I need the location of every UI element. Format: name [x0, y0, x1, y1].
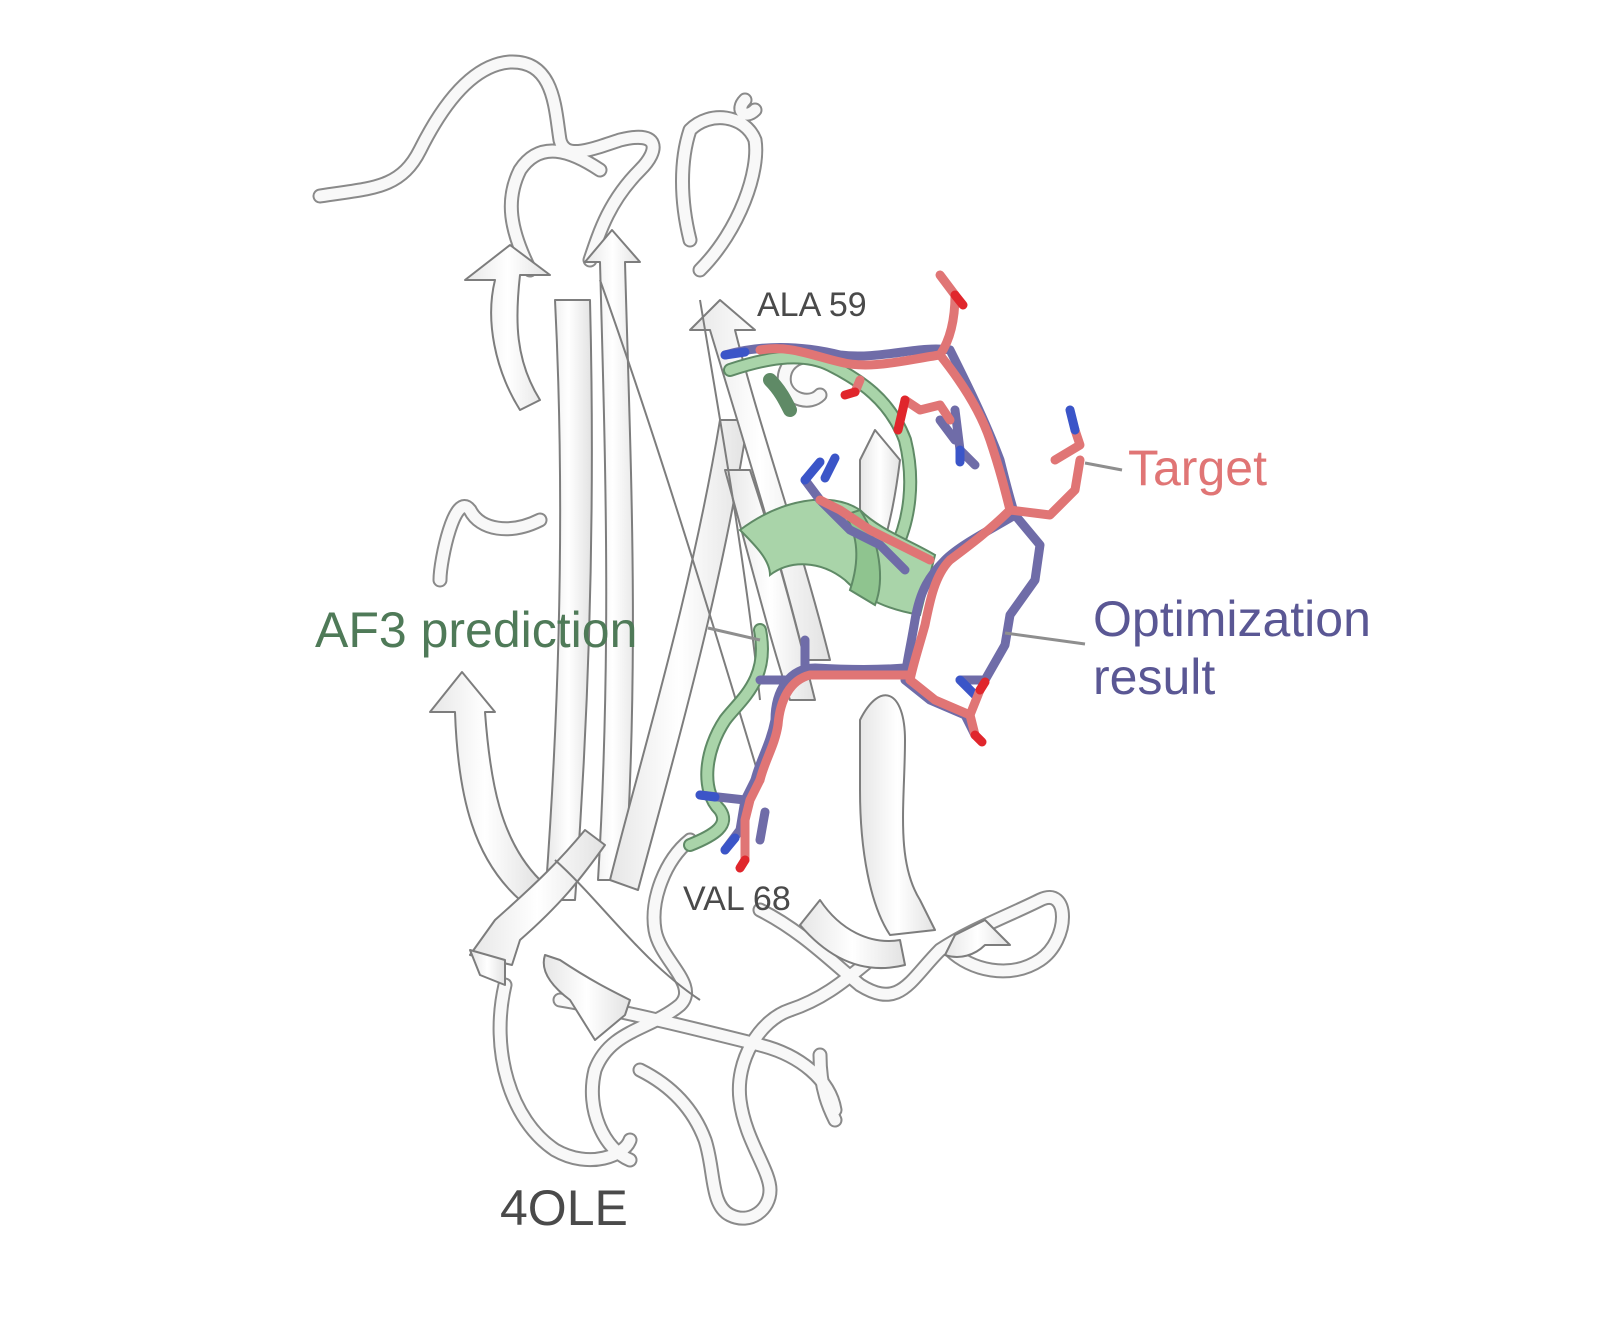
- leader-lines: [707, 461, 1123, 646]
- af3-prediction-label: AF3 prediction: [315, 602, 638, 658]
- beta-sheet: [429, 229, 1011, 1041]
- residue-label-start: ALA 59: [757, 286, 867, 324]
- target-label: Target: [1128, 440, 1267, 496]
- af3-prediction-ribbon: [683, 350, 918, 852]
- target-sticks: [740, 270, 1085, 865]
- residue-label-end: VAL 68: [683, 880, 791, 918]
- pdb-id-label: 4OLE: [500, 1180, 628, 1236]
- optimization-label-line2: result: [1093, 649, 1216, 705]
- optimization-label-line1: Optimization: [1093, 591, 1371, 647]
